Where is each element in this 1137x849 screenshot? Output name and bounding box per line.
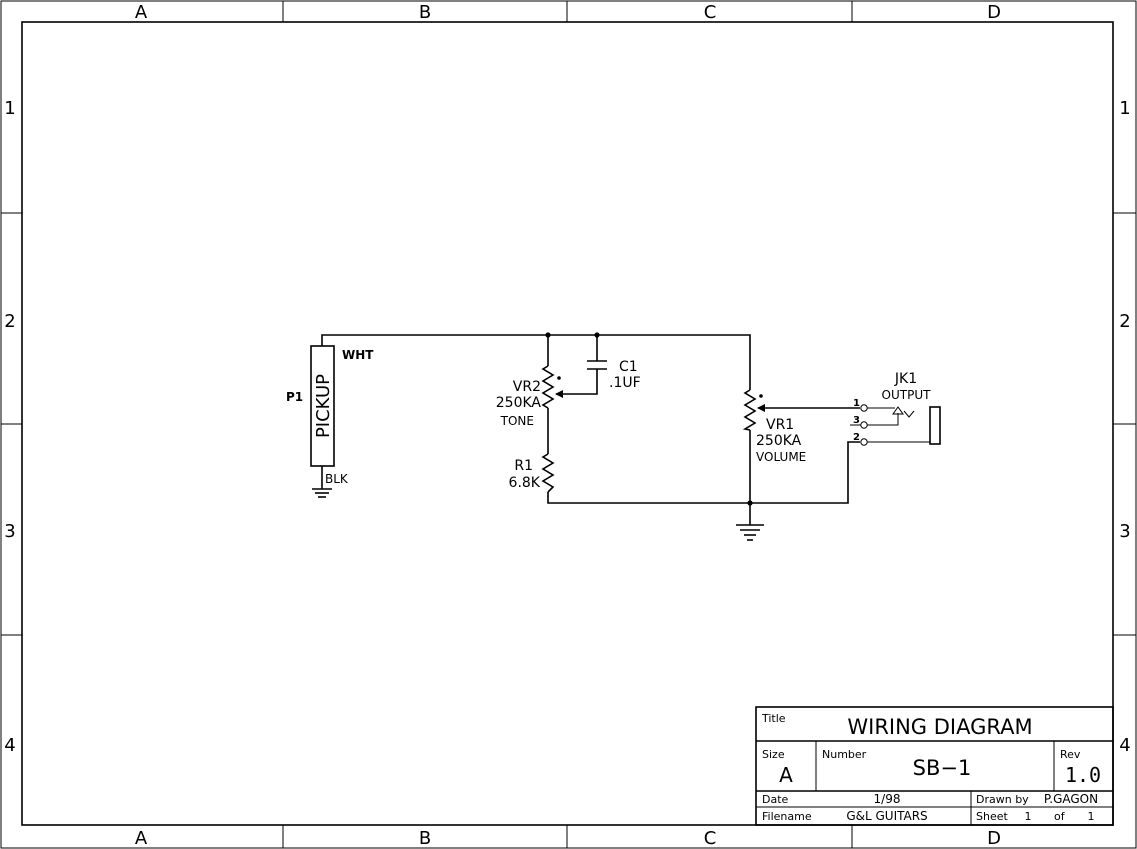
volume-pot-symbol [742, 389, 757, 431]
wiring-nets [321, 334, 860, 525]
title-block [755, 706, 1114, 826]
of-label: of [1054, 810, 1066, 823]
sheet-number: 1 [1025, 810, 1032, 823]
ground-symbol-icon [736, 524, 764, 541]
row-label-right-2: 2 [1119, 311, 1130, 332]
number-label: Number [822, 748, 867, 761]
wiper-arrow-icon [555, 390, 563, 398]
date-label: Date [762, 793, 789, 806]
wiper-arrow-icon [757, 404, 765, 412]
row-label-left-2: 2 [4, 311, 15, 332]
ground-symbol-icon [312, 488, 332, 498]
resistor-symbol [541, 453, 555, 493]
sheet-label: Sheet [976, 810, 1008, 823]
capacitor-symbol [587, 360, 607, 370]
size-label: Size [762, 748, 785, 761]
sheet-total: 1 [1088, 810, 1095, 823]
drawing-title: WIRING DIAGRAM [847, 715, 1032, 739]
pickup-ref: P1 [286, 390, 303, 404]
jack-name: OUTPUT [882, 388, 932, 402]
col-label-bottom-d: D [987, 828, 1001, 849]
tone-pot-function: TONE [500, 414, 534, 428]
filename-label: Filename [762, 810, 812, 823]
rev-label: Rev [1060, 748, 1081, 761]
pickup-wire-ground: BLK [325, 472, 349, 486]
col-label-top-b: B [419, 2, 431, 23]
row-label-right-3: 3 [1119, 521, 1130, 542]
volume-pot-function: VOLUME [756, 450, 806, 464]
tone-pot-ref: VR2 [513, 379, 541, 395]
sheet-size: A [779, 763, 793, 787]
row-label-right-1: 1 [1119, 98, 1130, 119]
output-jack-icon [850, 404, 941, 446]
jack-pin-2: 2 [853, 432, 860, 443]
junction-dot [747, 500, 753, 506]
col-label-bottom-c: C [704, 828, 717, 849]
jack-ref: JK1 [894, 371, 917, 387]
junction-dot [594, 332, 600, 338]
volume-pot-value: 250KA [756, 433, 802, 449]
drawn-by-label: Drawn by [976, 793, 1029, 806]
pickup-symbol [310, 345, 335, 467]
capacitor-ref: C1 [619, 359, 638, 375]
tone-pot-symbol [541, 365, 555, 409]
jack-pin-3: 3 [853, 415, 860, 426]
drawing-number: SB−1 [913, 756, 972, 780]
resistor-ref: R1 [514, 458, 533, 474]
col-label-bottom-b: B [419, 828, 431, 849]
tone-pot-value: 250KA [496, 395, 542, 411]
title-label: Title [761, 712, 786, 725]
resistor-value: 6.8K [509, 475, 541, 491]
drawn-by-value: P.GAGON [1044, 792, 1098, 806]
revision: 1.0 [1065, 763, 1101, 787]
volume-pot-ref: VR1 [766, 417, 794, 433]
col-label-top-d: D [987, 2, 1001, 23]
col-label-top-c: C [704, 2, 717, 23]
pickup-name: PICKUP [313, 374, 334, 438]
col-label-bottom-a: A [135, 828, 148, 849]
date-value: 1/98 [874, 792, 901, 806]
col-label-top-a: A [135, 2, 148, 23]
junction-dot [545, 332, 551, 338]
row-label-left-3: 3 [4, 521, 15, 542]
jack-pin-1: 1 [853, 398, 860, 409]
capacitor-value: .1UF [609, 375, 641, 391]
row-label-left-4: 4 [4, 735, 15, 756]
filename-value: G&L GUITARS [846, 809, 927, 823]
row-label-right-4: 4 [1119, 735, 1130, 756]
row-label-left-1: 1 [4, 98, 15, 119]
pickup-wire-hot: WHT [342, 348, 374, 362]
